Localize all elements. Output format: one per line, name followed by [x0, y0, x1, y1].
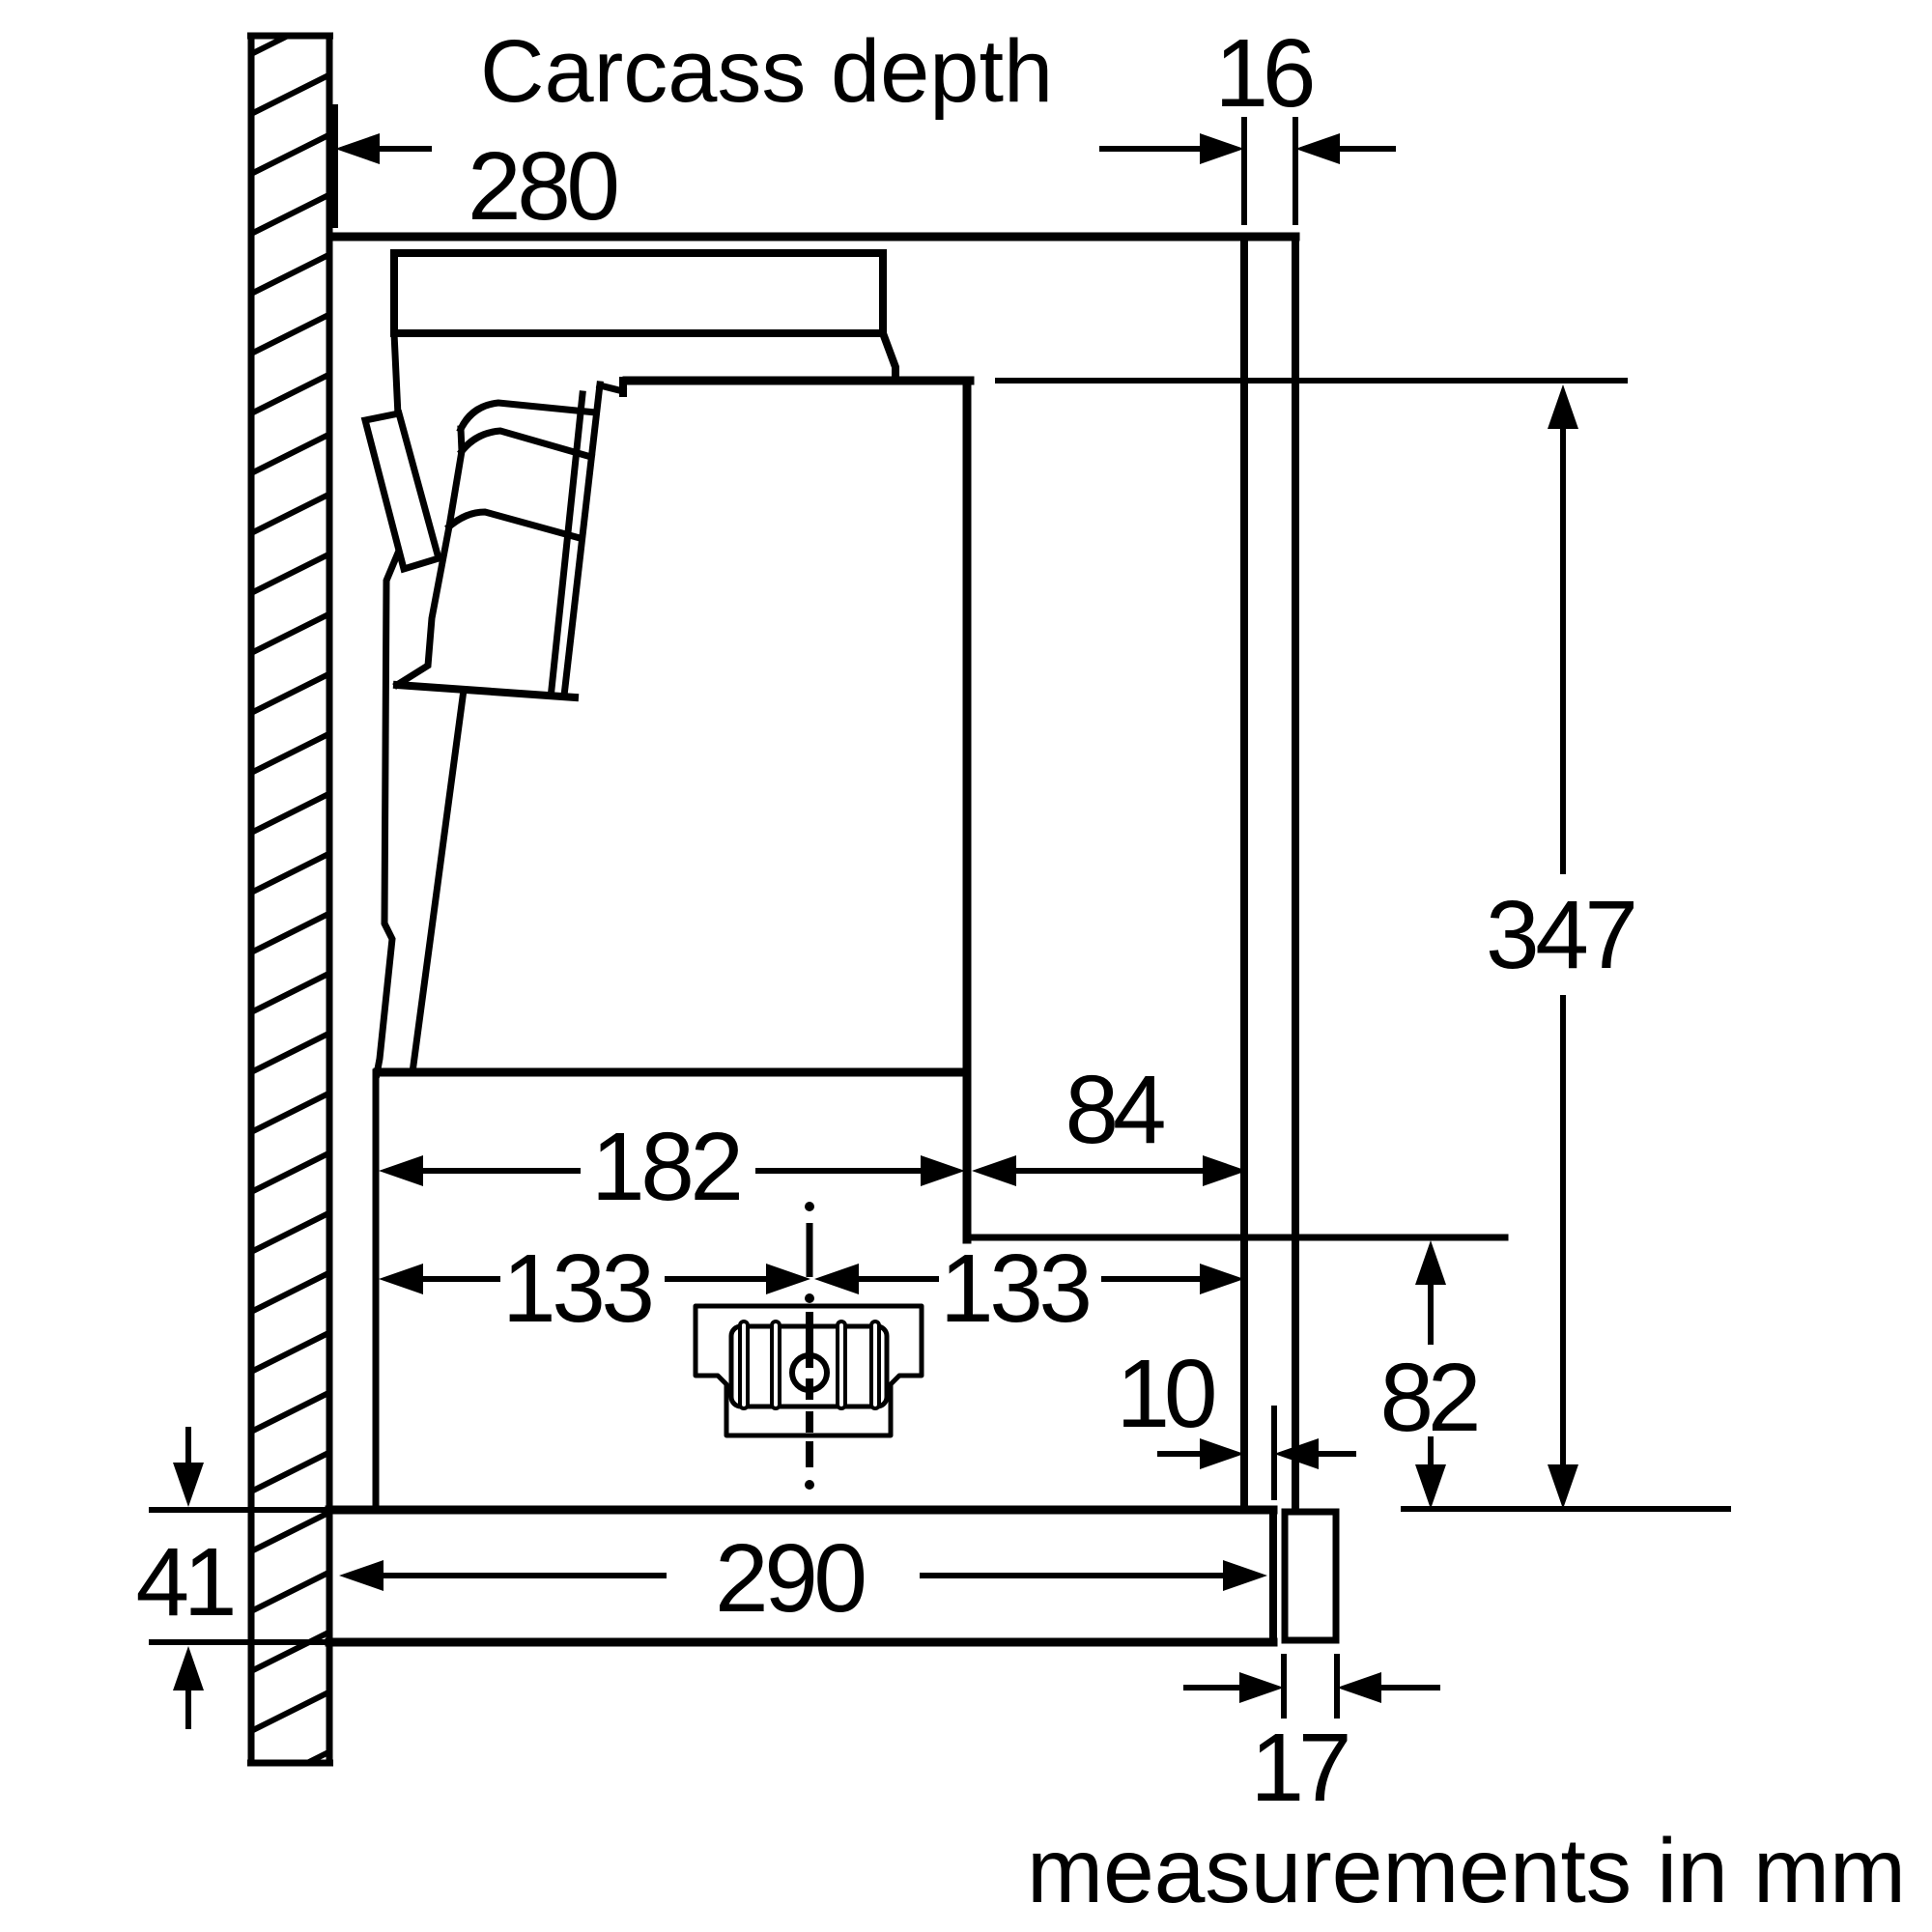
svg-text:10: 10	[1117, 1340, 1218, 1448]
svg-text:84: 84	[1065, 1056, 1167, 1164]
svg-text:17: 17	[1251, 1714, 1352, 1822]
svg-text:182: 182	[591, 1113, 744, 1221]
svg-text:measurements in mm: measurements in mm	[1027, 1820, 1906, 1922]
svg-text:280: 280	[468, 132, 620, 241]
svg-text:82: 82	[1380, 1344, 1482, 1452]
svg-text:Carcass depth: Carcass depth	[480, 22, 1053, 121]
svg-text:41: 41	[136, 1528, 238, 1636]
svg-text:133: 133	[940, 1235, 1093, 1343]
svg-text:133: 133	[502, 1235, 655, 1343]
svg-text:347: 347	[1486, 881, 1638, 989]
svg-text:290: 290	[715, 1524, 867, 1633]
svg-text:16: 16	[1215, 19, 1317, 128]
